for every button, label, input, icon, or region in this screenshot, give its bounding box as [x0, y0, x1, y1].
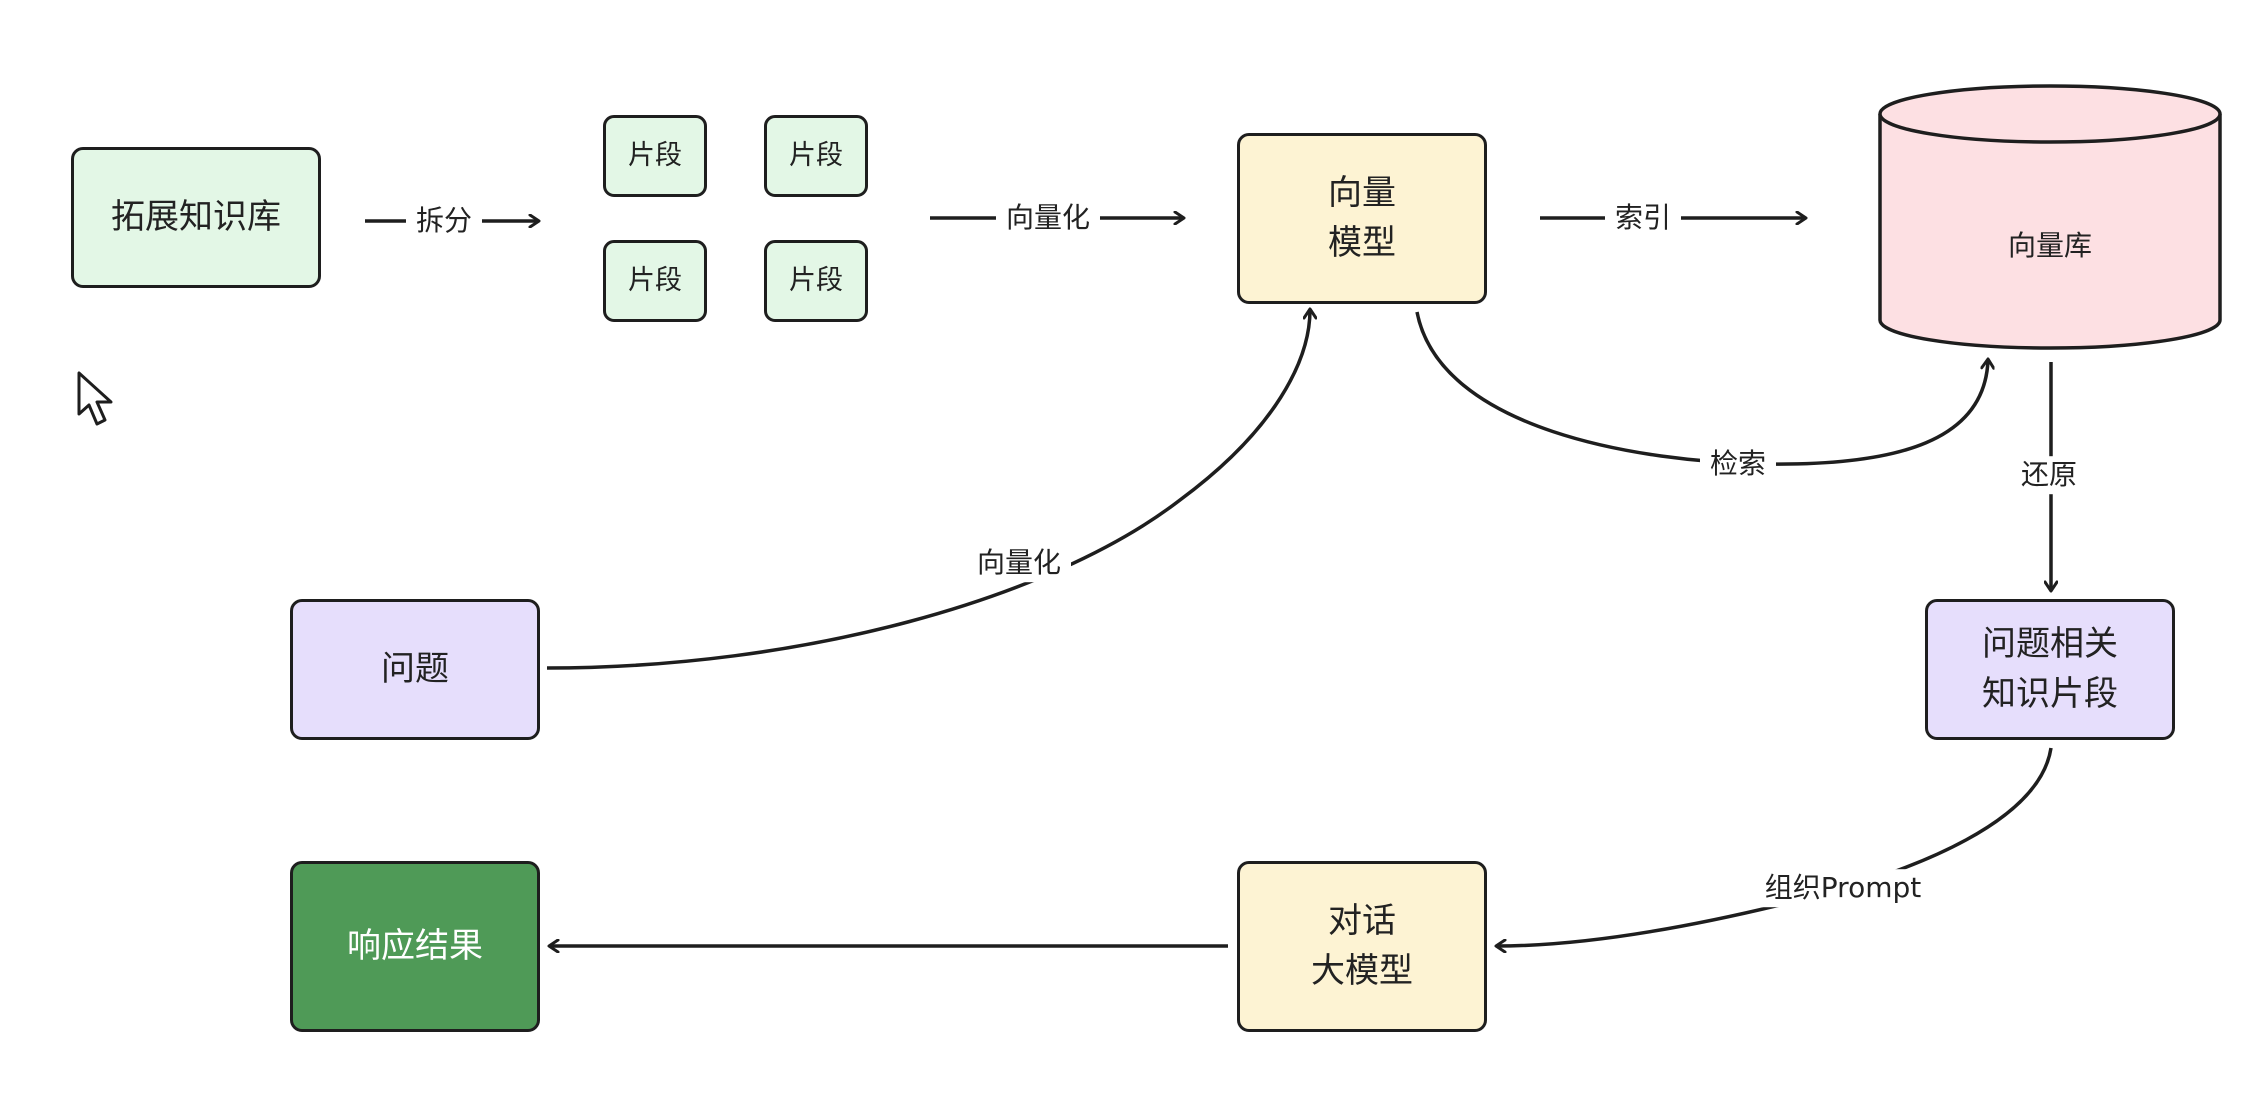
chunk-node[interactable]: 片段 [764, 115, 868, 197]
vector-model-node[interactable]: 向量 模型 [1237, 133, 1487, 304]
chat-model-node[interactable]: 对话 大模型 [1237, 861, 1487, 1032]
chunk-node[interactable]: 片段 [764, 240, 868, 322]
edge-label-build-prompt: 组织Prompt [1754, 869, 1932, 907]
edge-label-restore: 还原 [2010, 456, 2088, 494]
related-chunks-node[interactable]: 问题相关 知识片段 [1925, 599, 2175, 740]
question-node[interactable]: 问题 [290, 599, 540, 740]
vector-db-label: 向量库 [2007, 229, 2093, 262]
edge-label-index: 索引 [1604, 199, 1682, 237]
chunk-label: 片段 [789, 265, 843, 297]
edge-vectorize-question [546, 310, 1310, 670]
mouse-pointer-icon [77, 371, 113, 426]
edge-build-prompt [1497, 747, 2053, 946]
edge-label-vectorize-chunks: 向量化 [995, 199, 1101, 237]
chat-model-label: 对话 大模型 [1311, 901, 1413, 991]
question-label: 问题 [381, 648, 449, 689]
edge-label-vectorize-question: 向量化 [966, 544, 1072, 582]
knowledge-base-node[interactable]: 拓展知识库 [71, 147, 321, 288]
knowledge-base-label: 拓展知识库 [111, 196, 281, 237]
vector-model-label: 向量 模型 [1328, 173, 1396, 263]
edge-label-retrieve: 检索 [1699, 445, 1777, 483]
chunk-node[interactable]: 片段 [603, 115, 707, 197]
chunk-label: 片段 [628, 140, 682, 172]
response-label: 响应结果 [347, 925, 483, 966]
chunk-label: 片段 [789, 140, 843, 172]
chunk-label: 片段 [628, 265, 682, 297]
response-node[interactable]: 响应结果 [290, 861, 540, 1032]
related-chunks-label: 问题相关 知识片段 [1982, 624, 2118, 714]
vector-db-cylinder [1878, 84, 2222, 350]
edge-label-split: 拆分 [405, 202, 483, 240]
chunk-node[interactable]: 片段 [603, 240, 707, 322]
